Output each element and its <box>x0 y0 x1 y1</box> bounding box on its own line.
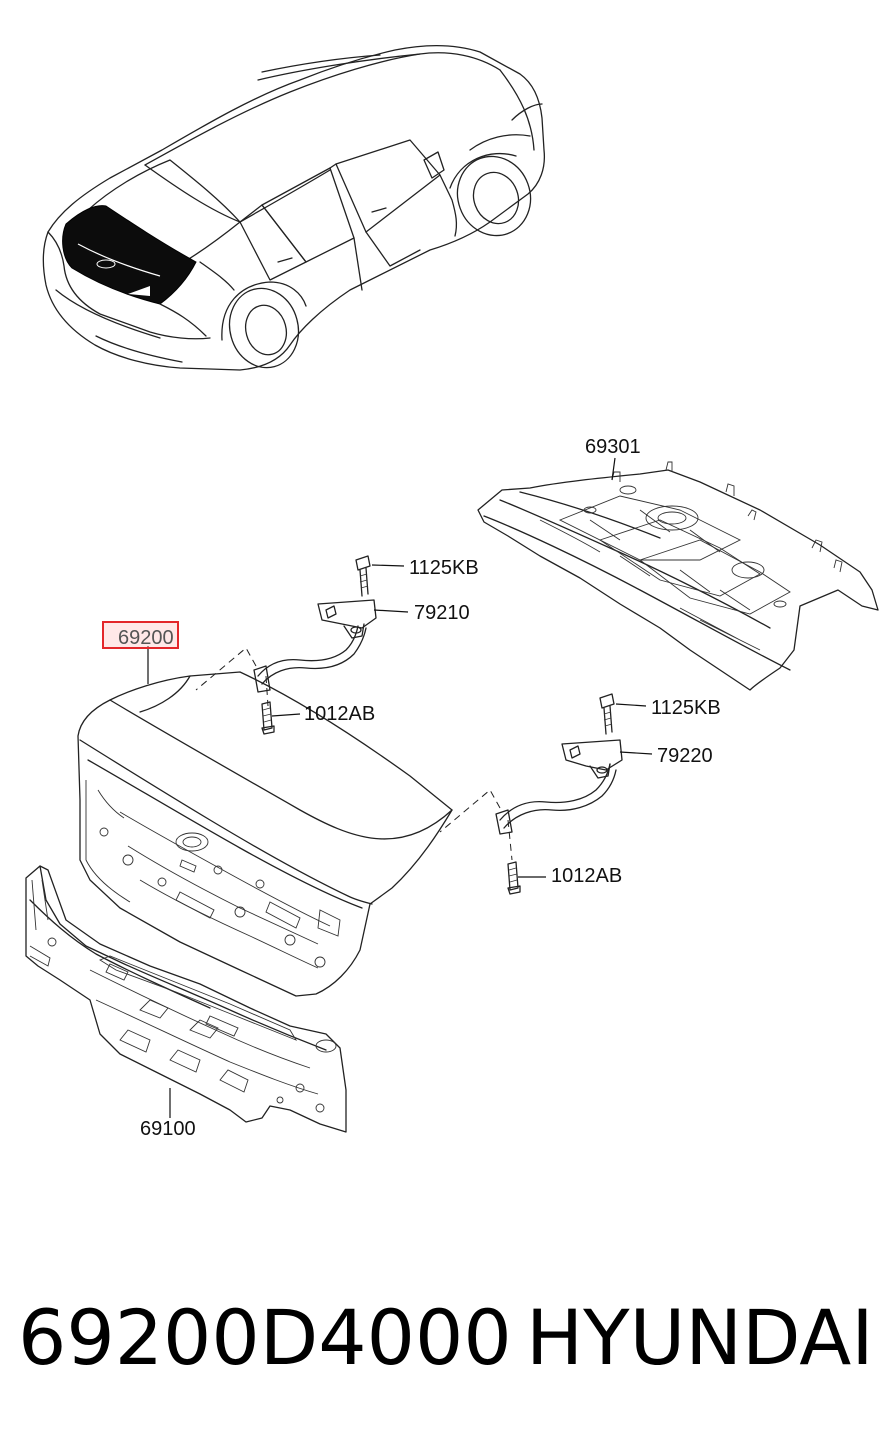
trunk-lid-69200 <box>77 646 453 997</box>
callout-69200: 69200 <box>118 627 174 649</box>
callout-1012ab-top: 1012AB <box>304 703 376 725</box>
bolt-1012ab-top <box>261 701 301 735</box>
leader-79220 <box>619 751 653 755</box>
part-number-text: 69200D4000 <box>18 1293 512 1382</box>
callout-1012ab-right: 1012AB <box>551 865 623 887</box>
callout-79220: 79220 <box>657 745 713 767</box>
hinge-79220 <box>439 739 623 861</box>
rear-package-tray-69301 <box>477 457 879 691</box>
highlight-box-69200 <box>102 621 179 649</box>
callout-69100: 69100 <box>140 1118 196 1140</box>
leader-79210 <box>373 609 409 613</box>
brand-text: HYUNDAI <box>526 1293 874 1382</box>
callout-1125kb-top: 1125KB <box>409 557 479 579</box>
bolt-1125kb-top <box>355 555 405 597</box>
bolt-1012ab-right <box>507 861 546 895</box>
callout-1125kb-right: 1125KB <box>651 697 721 719</box>
callout-79210: 79210 <box>414 602 470 624</box>
bolt-1125kb-right <box>599 693 647 735</box>
hinge-79210 <box>195 599 377 707</box>
callout-69301: 69301 <box>585 436 641 458</box>
car-overview-illustration <box>42 45 546 371</box>
back-panel-69100 <box>25 865 347 1133</box>
